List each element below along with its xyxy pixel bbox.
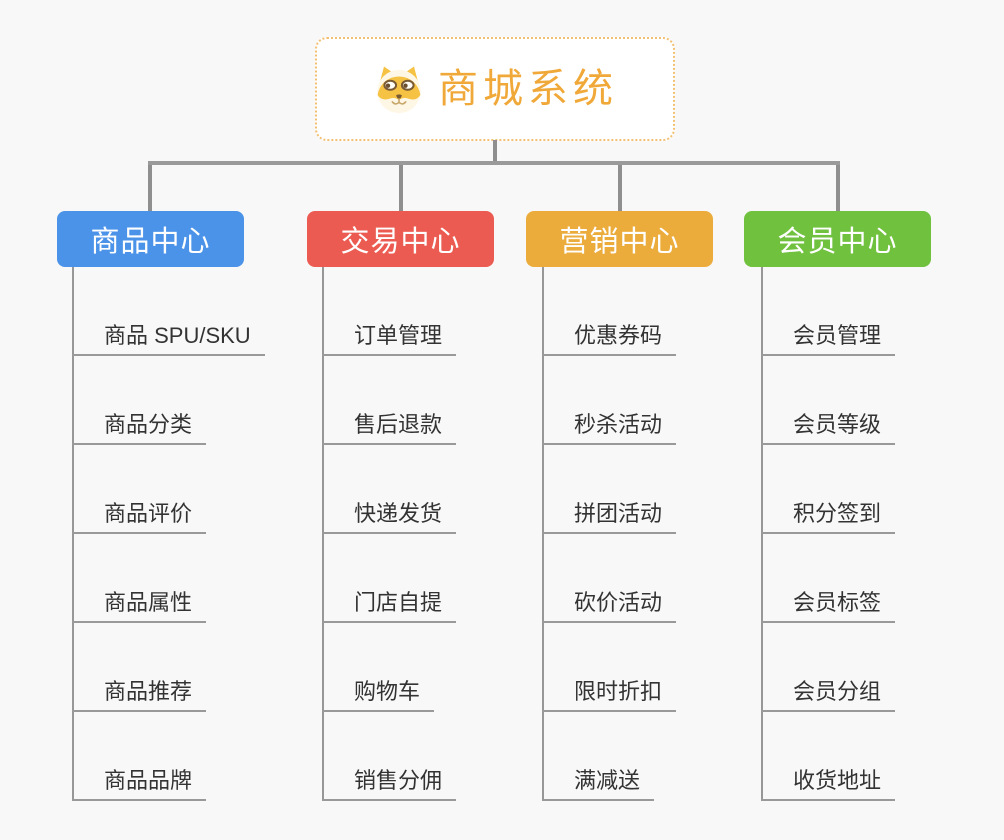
- leaf-item: 秒杀活动: [542, 356, 677, 445]
- dog-face-icon: [377, 66, 421, 114]
- leaf-item: 拼团活动: [542, 445, 677, 534]
- leaf-item: 会员管理: [761, 267, 896, 356]
- branch-items-trade-center: 订单管理 售后退款 快递发货 门店自提 购物车 销售分佣: [322, 267, 457, 801]
- leaf-item: 会员分组: [761, 623, 896, 712]
- leaf-item: 商品品牌: [72, 712, 207, 801]
- leaf-item: 积分签到: [761, 445, 896, 534]
- leaf-item: 购物车: [322, 623, 435, 712]
- leaf-item: 商品 SPU/SKU: [72, 267, 265, 356]
- branch-spine-marketing-center: [542, 267, 544, 801]
- branch-header-trade-center: 交易中心: [307, 211, 494, 267]
- leaf-item: 限时折扣: [542, 623, 677, 712]
- leaf-item: 门店自提: [322, 534, 457, 623]
- leaf-item: 满减送: [542, 712, 655, 801]
- branch-spine-product-center: [72, 267, 74, 801]
- root-title: 商城系统: [438, 67, 618, 111]
- connector-branch-stem: [618, 165, 622, 211]
- connector-bus: [148, 161, 840, 165]
- leaf-item: 售后退款: [322, 356, 457, 445]
- branch-items-product-center: 商品 SPU/SKU 商品分类 商品评价 商品属性 商品推荐 商品品牌: [72, 267, 265, 801]
- leaf-item: 优惠券码: [542, 267, 677, 356]
- leaf-item: 快递发货: [322, 445, 457, 534]
- root-node: 商城系统: [315, 37, 675, 141]
- branch-header-product-center: 商品中心: [57, 211, 244, 267]
- connector-branch-stem: [836, 165, 840, 211]
- connector-branch-stem: [148, 165, 152, 211]
- leaf-item: 商品评价: [72, 445, 207, 534]
- leaf-item: 收货地址: [761, 712, 896, 801]
- leaf-item: 销售分佣: [322, 712, 457, 801]
- branch-header-member-center: 会员中心: [744, 211, 931, 267]
- leaf-item: 商品分类: [72, 356, 207, 445]
- branch-spine-trade-center: [322, 267, 324, 801]
- branch-items-marketing-center: 优惠券码 秒杀活动 拼团活动 砍价活动 限时折扣 满减送: [542, 267, 677, 801]
- leaf-item: 商品推荐: [72, 623, 207, 712]
- leaf-item: 会员标签: [761, 534, 896, 623]
- branch-header-marketing-center: 营销中心: [526, 211, 713, 267]
- branch-spine-member-center: [761, 267, 763, 801]
- leaf-item: 商品属性: [72, 534, 207, 623]
- connector-root-stem: [493, 140, 497, 163]
- leaf-item: 会员等级: [761, 356, 896, 445]
- leaf-item: 砍价活动: [542, 534, 677, 623]
- leaf-item: 订单管理: [322, 267, 457, 356]
- connector-branch-stem: [399, 165, 403, 211]
- branch-items-member-center: 会员管理 会员等级 积分签到 会员标签 会员分组 收货地址: [761, 267, 896, 801]
